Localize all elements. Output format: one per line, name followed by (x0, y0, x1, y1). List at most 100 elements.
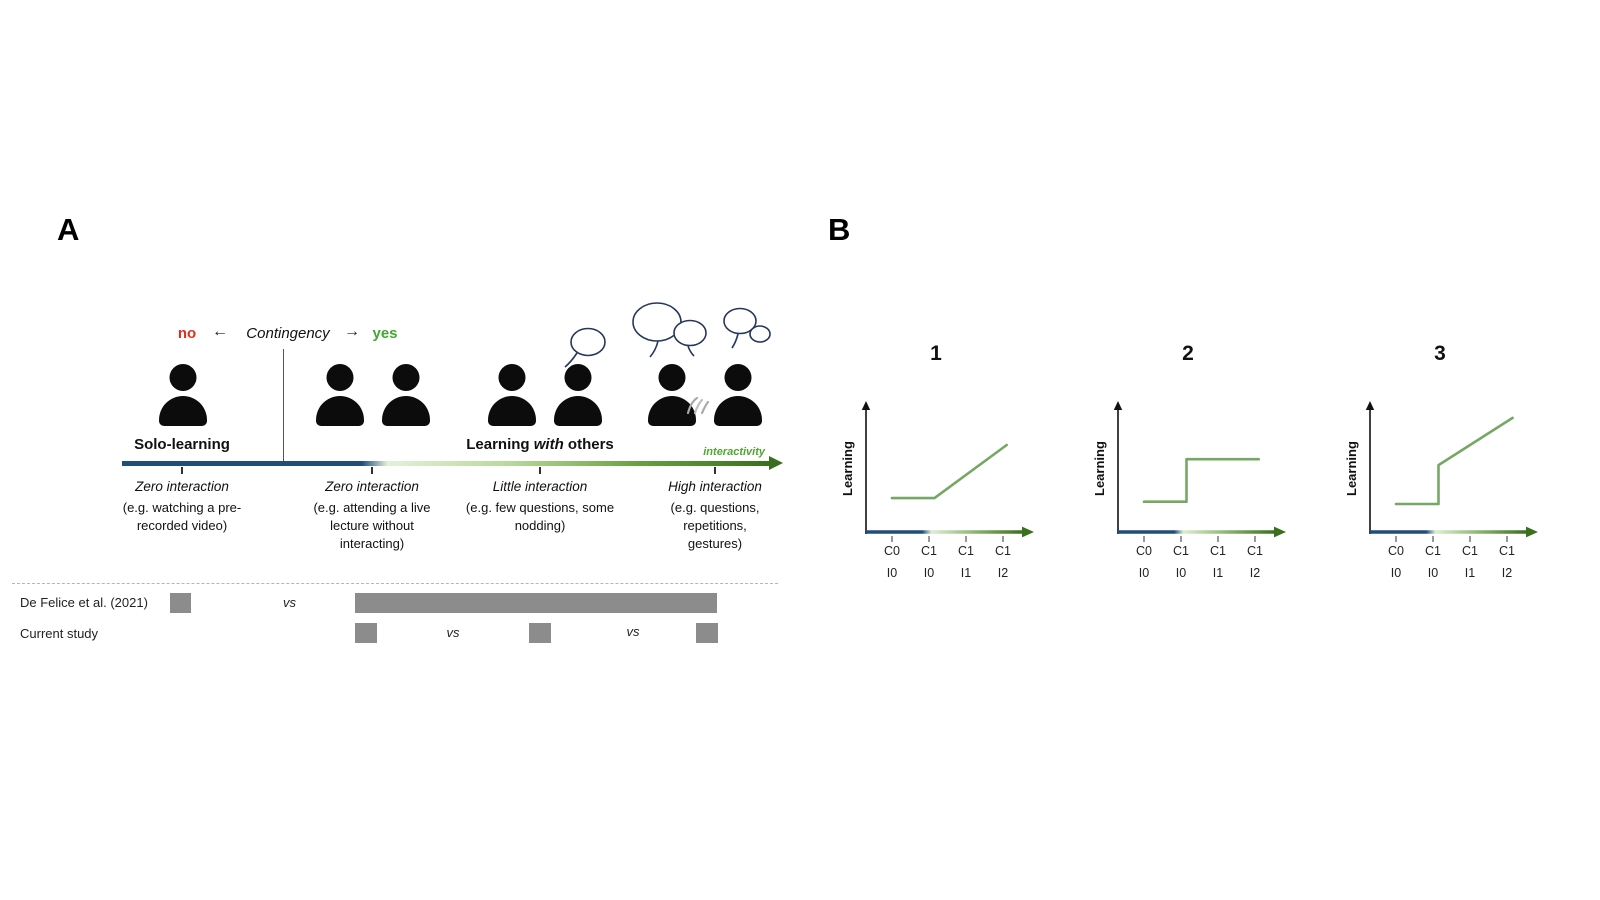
vs-label: vs (446, 625, 460, 640)
study-row1-label: De Felice et al. (2021) (20, 595, 148, 610)
chart-number: 1 (930, 342, 942, 365)
y-axis-label: Learning (1344, 441, 1359, 497)
tick-title: Little interaction (492, 479, 588, 494)
spectrum-tick-block: Little interaction (e.g. few questions, … (450, 479, 630, 535)
solo-learning-label: Solo-learning (134, 436, 230, 453)
tick-example-line: (e.g. watching a pre- (122, 500, 242, 515)
x-tick-label: C1 (921, 544, 937, 558)
axis-tick (714, 467, 716, 474)
contingency-no-label: no (177, 325, 197, 342)
axis-tick (371, 467, 373, 474)
label-part-emphasis: with (533, 436, 564, 453)
chart-number: 3 (1434, 342, 1446, 365)
x-tick-label: C0 (1136, 544, 1152, 558)
label-part: others (563, 436, 614, 453)
spectrum-tick-block: Zero interaction (e.g. watching a pre- r… (92, 479, 272, 535)
person-head (658, 364, 686, 391)
hand-gesture-icon (683, 392, 713, 423)
x-tick-label: I1 (1212, 566, 1224, 580)
tick-example-line: lecture without (330, 518, 414, 533)
person-head (392, 364, 420, 391)
chart-number: 2 (1182, 342, 1194, 365)
person-head (498, 364, 526, 391)
spectrum-tick-block: High interaction (e.g. questions, repeti… (625, 479, 805, 553)
person-head (724, 364, 752, 391)
label-part: Learning (466, 436, 534, 453)
contingency-divider-line (283, 349, 284, 461)
vs-label: vs (283, 595, 296, 610)
x-tick-label: I0 (923, 566, 935, 580)
tick-example-line: (e.g. few questions, some (465, 500, 615, 515)
condition-marker (529, 623, 551, 643)
study-row2-label: Current study (20, 626, 99, 641)
tick-title: High interaction (668, 479, 762, 494)
x-tick-label: C1 (1210, 544, 1226, 558)
tick-example-line: gestures) (687, 536, 743, 551)
chart-plot-area (856, 392, 1046, 544)
y-axis-label: Learning (840, 441, 855, 497)
x-tick-label: I2 (997, 566, 1009, 580)
person-body (488, 396, 536, 426)
x-tick-label: I0 (886, 566, 898, 580)
axis-arrowhead-icon (769, 456, 783, 470)
x-tick-label: C0 (1388, 544, 1404, 558)
person-head (564, 364, 592, 391)
x-tick-label: C1 (1425, 544, 1441, 558)
arrow-left-icon: ← (212, 323, 228, 340)
axis-tick (539, 467, 541, 474)
contingency-yes-label: yes (372, 325, 398, 342)
speech-bubbles-icon (628, 298, 716, 367)
person-body (316, 396, 364, 426)
axis-tick (181, 467, 183, 474)
vs-label: vs (626, 624, 640, 639)
tick-example-line: interacting) (339, 536, 405, 551)
speech-bubble-icon (562, 326, 610, 375)
person-body (159, 396, 207, 426)
person-icon (380, 364, 432, 426)
contingency-title: Contingency (246, 325, 330, 342)
person-head (169, 364, 197, 391)
x-tick-label: C1 (958, 544, 974, 558)
chart-plot-area (1360, 392, 1550, 544)
person-head (326, 364, 354, 391)
tick-example-line: (e.g. attending a live (313, 500, 431, 515)
tick-example-line: recorded video) (136, 518, 228, 533)
learning-with-others-label: Learning with others (440, 436, 640, 453)
panel-b-label: B (828, 212, 851, 247)
person-icon (157, 364, 209, 426)
x-tick-label: I1 (1464, 566, 1476, 580)
x-tick-label: I0 (1427, 566, 1439, 580)
conditions-range-bar (355, 593, 717, 613)
x-tick-label: I2 (1249, 566, 1261, 580)
person-icon (552, 364, 604, 426)
arrow-right-icon: → (344, 323, 360, 340)
dashed-divider (12, 583, 778, 584)
tick-example-line: nodding) (514, 518, 566, 533)
person-body (382, 396, 430, 426)
x-tick-label: C1 (995, 544, 1011, 558)
x-tick-label: C1 (1247, 544, 1263, 558)
tick-title: Zero interaction (325, 479, 419, 494)
person-body (714, 396, 762, 426)
speech-bubbles-icon (716, 305, 778, 360)
y-axis-label: Learning (1092, 441, 1107, 497)
person-icon (712, 364, 764, 426)
chart-plot-area (1108, 392, 1298, 544)
condition-marker (696, 623, 718, 643)
x-tick-label: C0 (884, 544, 900, 558)
person-icon (314, 364, 366, 426)
x-tick-label: I1 (960, 566, 972, 580)
tick-example-line: repetitions, (683, 518, 747, 533)
x-tick-label: I0 (1390, 566, 1402, 580)
interactivity-gradient-axis (122, 461, 770, 466)
spectrum-tick-block: Zero interaction (e.g. attending a live … (282, 479, 462, 553)
x-tick-label: C1 (1462, 544, 1478, 558)
x-tick-label: I2 (1501, 566, 1513, 580)
person-body (554, 396, 602, 426)
